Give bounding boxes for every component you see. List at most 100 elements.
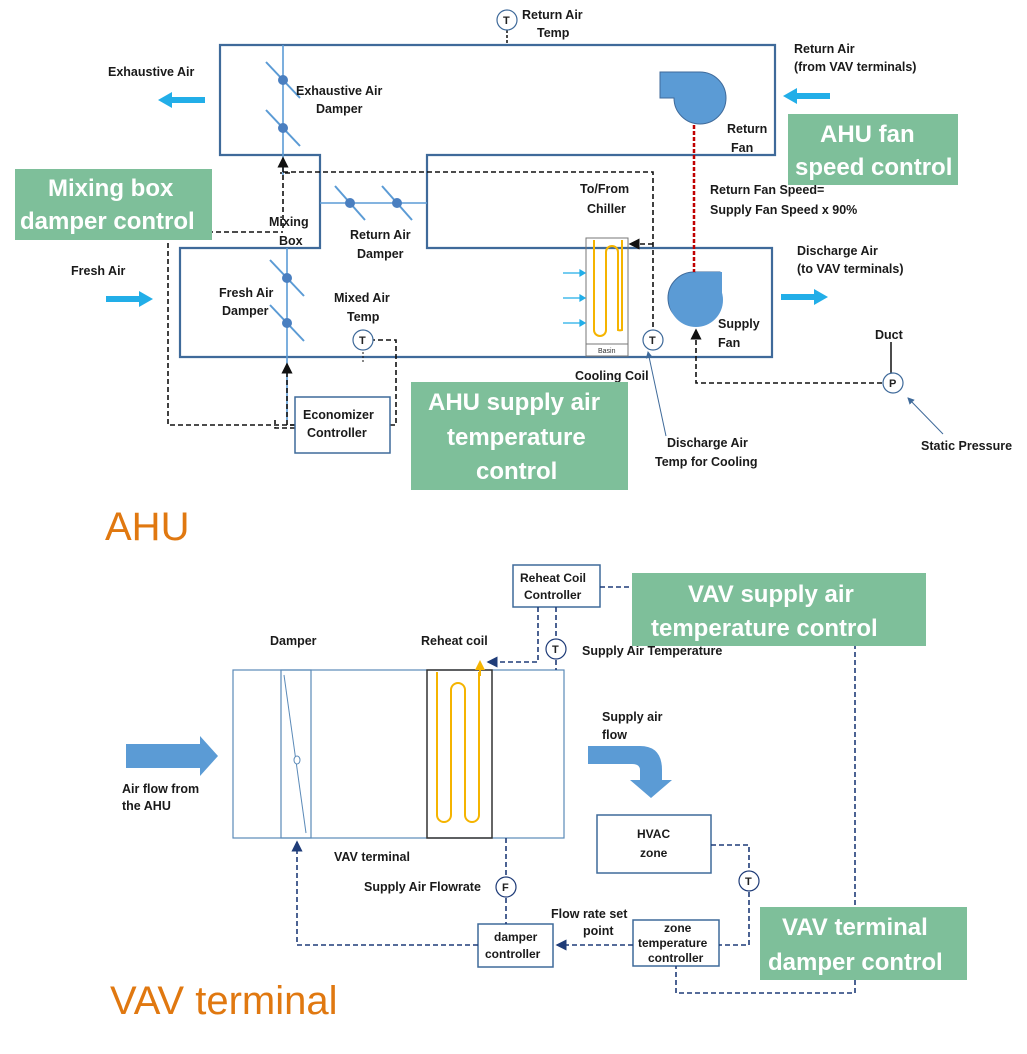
return-air-damper [334, 185, 413, 221]
vav-terminal-box [232, 669, 565, 839]
hvac-zone-box: HVAC zone [596, 814, 712, 874]
exhaustive-damper-label-2: Damper [316, 102, 363, 116]
supply-air-flow-sensor: F [495, 876, 517, 898]
fresh-air-damper [269, 259, 305, 342]
callout-vav-damper: VAV terminal damper control [760, 907, 967, 980]
return-air-temp-sensor: T [496, 9, 518, 31]
supply-air-temp-sensor: T [545, 638, 567, 660]
svg-text:zone: zone [640, 846, 668, 860]
air-flow-in-arrow [126, 736, 218, 776]
discharge-temp-label-2: Temp for Cooling [655, 455, 758, 469]
zone-temperature-controller-box: zone temperature controller [632, 919, 720, 967]
supply-air-flowrate-label: Supply Air Flowrate [364, 880, 481, 894]
callout-ahu-fan: AHU fan speed control [788, 114, 958, 185]
discharge-temp-label: Discharge Air [667, 436, 748, 450]
to-from-chiller-label-2: Chiller [587, 202, 626, 216]
svg-text:VAV supply air: VAV supply air [688, 581, 854, 608]
zone-temp-sensor: T [738, 870, 760, 892]
fan-speed-ratio-label: Return Fan Speed= [710, 183, 824, 197]
return-air-damper-label-2: Damper [357, 247, 404, 261]
return-fan-label-2: Fan [731, 141, 753, 155]
return-air-in-arrow [783, 88, 830, 104]
svg-text:T: T [359, 335, 366, 347]
svg-text:T: T [745, 876, 752, 888]
svg-text:Mixing box: Mixing box [48, 175, 174, 202]
basin-label: Basin [598, 348, 616, 355]
return-air-damper-label: Return Air [350, 228, 411, 242]
svg-text:damper: damper [494, 930, 538, 944]
return-air-vav-label: Return Air [794, 42, 855, 56]
vav-diagram: Reheat Coil Controller HVAC zone damper … [110, 564, 967, 1023]
svg-text:zone: zone [664, 921, 692, 935]
mixing-box-label-2: Box [279, 234, 303, 248]
svg-text:T: T [503, 15, 510, 27]
svg-text:Controller: Controller [307, 426, 367, 440]
callout-mixing-box: Mixing box damper control [15, 169, 212, 240]
svg-text:T: T [649, 335, 656, 347]
ahu-duct-outline [178, 43, 777, 359]
mixed-air-temp-label-2: Temp [347, 310, 380, 324]
coil-inlet-arrows [563, 268, 587, 328]
vav-section-title: VAV terminal [110, 979, 337, 1023]
exhaustive-air-label: Exhaustive Air [108, 65, 195, 79]
economizer-controller-box: Economizer Controller [294, 396, 391, 454]
discharge-air-arrow [781, 289, 828, 305]
supply-air-flow-arrow [588, 746, 672, 798]
mixing-box-label: Mixing [269, 215, 309, 229]
svg-text:Economizer: Economizer [303, 408, 374, 422]
svg-text:VAV terminal: VAV terminal [782, 914, 928, 941]
fresh-air-damper-label-2: Damper [222, 304, 269, 318]
svg-text:temperature: temperature [447, 424, 586, 451]
svg-text:damper control: damper control [20, 208, 195, 235]
return-air-temp-label-2: Temp [537, 26, 570, 40]
svg-text:T: T [552, 644, 559, 656]
return-fan-label: Return [727, 122, 767, 136]
svg-text:Reheat Coil: Reheat Coil [520, 571, 586, 585]
supply-fan-label-2: Fan [718, 336, 740, 350]
svg-text:AHU fan: AHU fan [820, 121, 915, 148]
reheat-coil-controller-box: Reheat Coil Controller [512, 564, 601, 608]
discharge-air-temp-sensor: T [642, 329, 664, 351]
svg-text:HVAC: HVAC [637, 827, 670, 841]
cooling-coil-label: Cooling Coil [575, 369, 649, 383]
discharge-air-label-2: (to VAV terminals) [797, 262, 904, 276]
ahu-section-title: AHU [105, 505, 189, 549]
ahu-diagram: Basin [15, 8, 1012, 549]
static-pressure-sensor: P [882, 372, 904, 394]
fresh-air-arrow [106, 291, 153, 307]
mixed-air-temp-label: Mixed Air [334, 291, 390, 305]
svg-text:AHU supply air: AHU supply air [428, 389, 600, 416]
reheat-coil [426, 660, 493, 839]
svg-text:controller: controller [485, 947, 541, 961]
duct-label: Duct [875, 328, 904, 342]
vav-damper [280, 669, 312, 839]
return-fan-icon [659, 71, 727, 125]
svg-text:temperature: temperature [638, 936, 708, 950]
supply-air-flow-label: Supply air [602, 710, 663, 724]
reheat-coil-label: Reheat coil [421, 634, 488, 648]
to-from-chiller-label: To/From [580, 182, 629, 196]
svg-text:F: F [502, 882, 509, 894]
callout-ahu-supply: AHU supply air temperature control [411, 382, 628, 490]
flow-rate-set-point-label-2: point [583, 924, 614, 938]
svg-text:P: P [889, 378, 896, 390]
flow-rate-set-point-label: Flow rate set [551, 907, 628, 921]
svg-text:control: control [476, 458, 557, 485]
cooling-coil: Basin [585, 237, 629, 357]
exhaustive-air-damper [265, 61, 301, 147]
vav-terminal-label: VAV terminal [334, 850, 410, 864]
return-air-vav-label-2: (from VAV terminals) [794, 60, 916, 74]
fresh-air-label: Fresh Air [71, 264, 126, 278]
supply-air-temperature-label: Supply Air Temperature [582, 644, 722, 658]
mixed-air-temp-sensor: T [352, 329, 374, 351]
callout-vav-supply: VAV supply air temperature control [632, 573, 926, 646]
svg-text:damper control: damper control [768, 949, 943, 976]
svg-text:temperature control: temperature control [651, 615, 878, 642]
air-flow-from-ahu-label: Air flow from [122, 782, 199, 796]
fresh-air-damper-label: Fresh Air [219, 286, 274, 300]
exhaust-air-arrow [158, 92, 205, 108]
svg-text:Controller: Controller [524, 588, 582, 602]
damper-controller-box: damper controller [477, 923, 554, 968]
svg-text:speed control: speed control [795, 154, 952, 181]
